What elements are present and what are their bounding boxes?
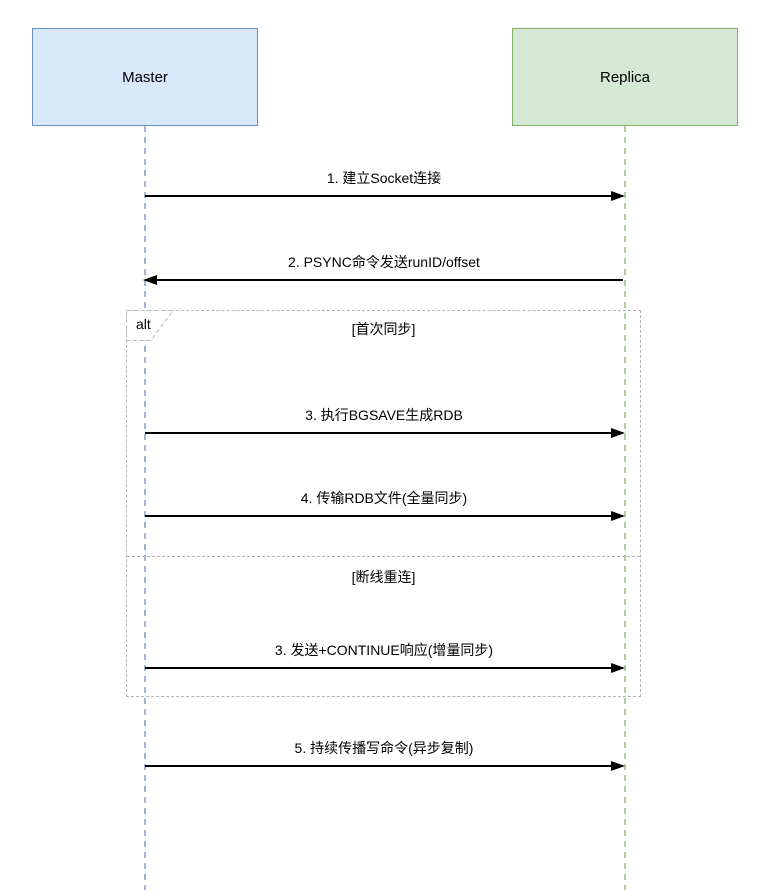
message-2: 2. PSYNC命令发送runID/offset xyxy=(143,252,623,285)
message-4-label: 4. 传输RDB文件(全量同步) xyxy=(300,490,468,506)
alt-operator-pentagon xyxy=(126,310,174,341)
message-5-label: 3. 发送+CONTINUE响应(增量同步) xyxy=(274,642,494,658)
actor-master: Master xyxy=(32,28,258,126)
message-1: 1. 建立Socket连接 xyxy=(145,168,625,201)
message-5: 3. 发送+CONTINUE响应(增量同步) xyxy=(145,640,625,673)
arrow-head-left xyxy=(143,275,157,285)
arrow-head-right xyxy=(611,761,625,771)
actor-replica: Replica xyxy=(512,28,738,126)
message-5-line xyxy=(145,663,625,673)
arrow-head-right xyxy=(611,428,625,438)
lifeline-master xyxy=(144,126,146,890)
alt-operator-label: alt xyxy=(136,316,151,332)
message-6-label: 5. 持续传播写命令(异步复制) xyxy=(294,740,474,756)
alt-section-divider xyxy=(127,556,640,557)
arrow-head-right xyxy=(611,511,625,521)
actor-master-label: Master xyxy=(122,68,168,86)
alt-frame: alt [首次同步] [断线重连] xyxy=(126,310,641,697)
message-3: 3. 执行BGSAVE生成RDB xyxy=(145,405,625,438)
alt-guard-first-sync: [首次同步] xyxy=(351,321,416,337)
message-3-label: 3. 执行BGSAVE生成RDB xyxy=(305,407,463,423)
alt-guard-reconnect: [断线重连] xyxy=(351,569,416,585)
message-4: 4. 传输RDB文件(全量同步) xyxy=(145,488,625,521)
lifeline-replica xyxy=(624,126,626,890)
message-2-label: 2. PSYNC命令发送runID/offset xyxy=(288,254,480,270)
message-1-label: 1. 建立Socket连接 xyxy=(326,170,442,186)
actor-replica-label: Replica xyxy=(599,68,651,86)
message-6: 5. 持续传播写命令(异步复制) xyxy=(145,738,625,771)
message-2-line xyxy=(143,275,623,285)
arrow-head-right xyxy=(611,663,625,673)
arrow-head-right xyxy=(611,191,625,201)
message-1-line xyxy=(145,191,625,201)
message-4-line xyxy=(145,511,625,521)
message-3-line xyxy=(145,428,625,438)
message-6-line xyxy=(145,761,625,771)
